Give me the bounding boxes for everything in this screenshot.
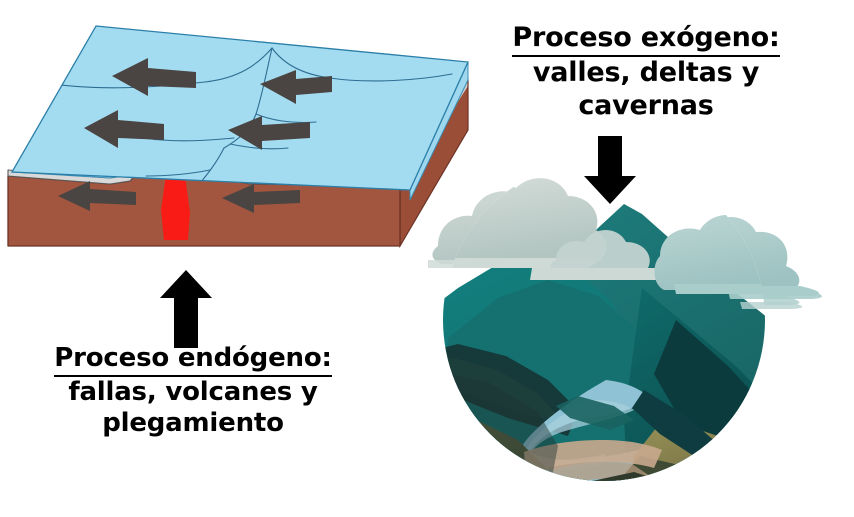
cloud-inner-center <box>530 230 666 280</box>
caption-exogeno: Proceso exógeno: valles, deltas y cavern… <box>466 22 826 123</box>
movement-arrow-top-left <box>112 58 196 96</box>
caption-endogeno-heading: Proceso endógeno: <box>54 343 332 377</box>
caption-exogeno-line3: cavernas <box>578 89 714 121</box>
mountain-ridge-left-dark-2 <box>443 358 562 420</box>
movement-arrow-front-left <box>58 181 136 211</box>
mountain-valley-circle-illustration <box>428 168 823 481</box>
caption-exogeno-heading: Proceso exógeno: <box>512 22 780 57</box>
caption-endogeno: Proceso endógeno: fallas, volcanes y ple… <box>18 343 368 440</box>
movement-arrow-front-right <box>222 184 300 213</box>
circle-content <box>443 168 765 481</box>
cloud-wisp-right-2 <box>740 302 803 309</box>
mantle-right-face <box>400 80 468 246</box>
movement-arrow-mid-right <box>228 116 310 150</box>
teal-spur-right <box>632 390 718 460</box>
teal-spur-left <box>556 396 634 430</box>
valley-sand-strip <box>524 440 662 481</box>
cloud-wisp-right <box>728 290 823 299</box>
caption-exogeno-line2: valles, deltas y <box>532 56 760 88</box>
caption-endogeno-line2: fallas, volcanes y <box>68 376 318 407</box>
tectonic-plate-block-diagram <box>7 25 469 249</box>
arrow-down-icon <box>584 136 636 204</box>
arrow-up-icon <box>160 270 212 348</box>
caption-endogeno-line3: plegamiento <box>102 408 284 439</box>
movement-arrow-top-right <box>260 70 332 104</box>
plate-top-surface <box>10 25 469 191</box>
movement-arrow-mid-left <box>84 110 164 148</box>
